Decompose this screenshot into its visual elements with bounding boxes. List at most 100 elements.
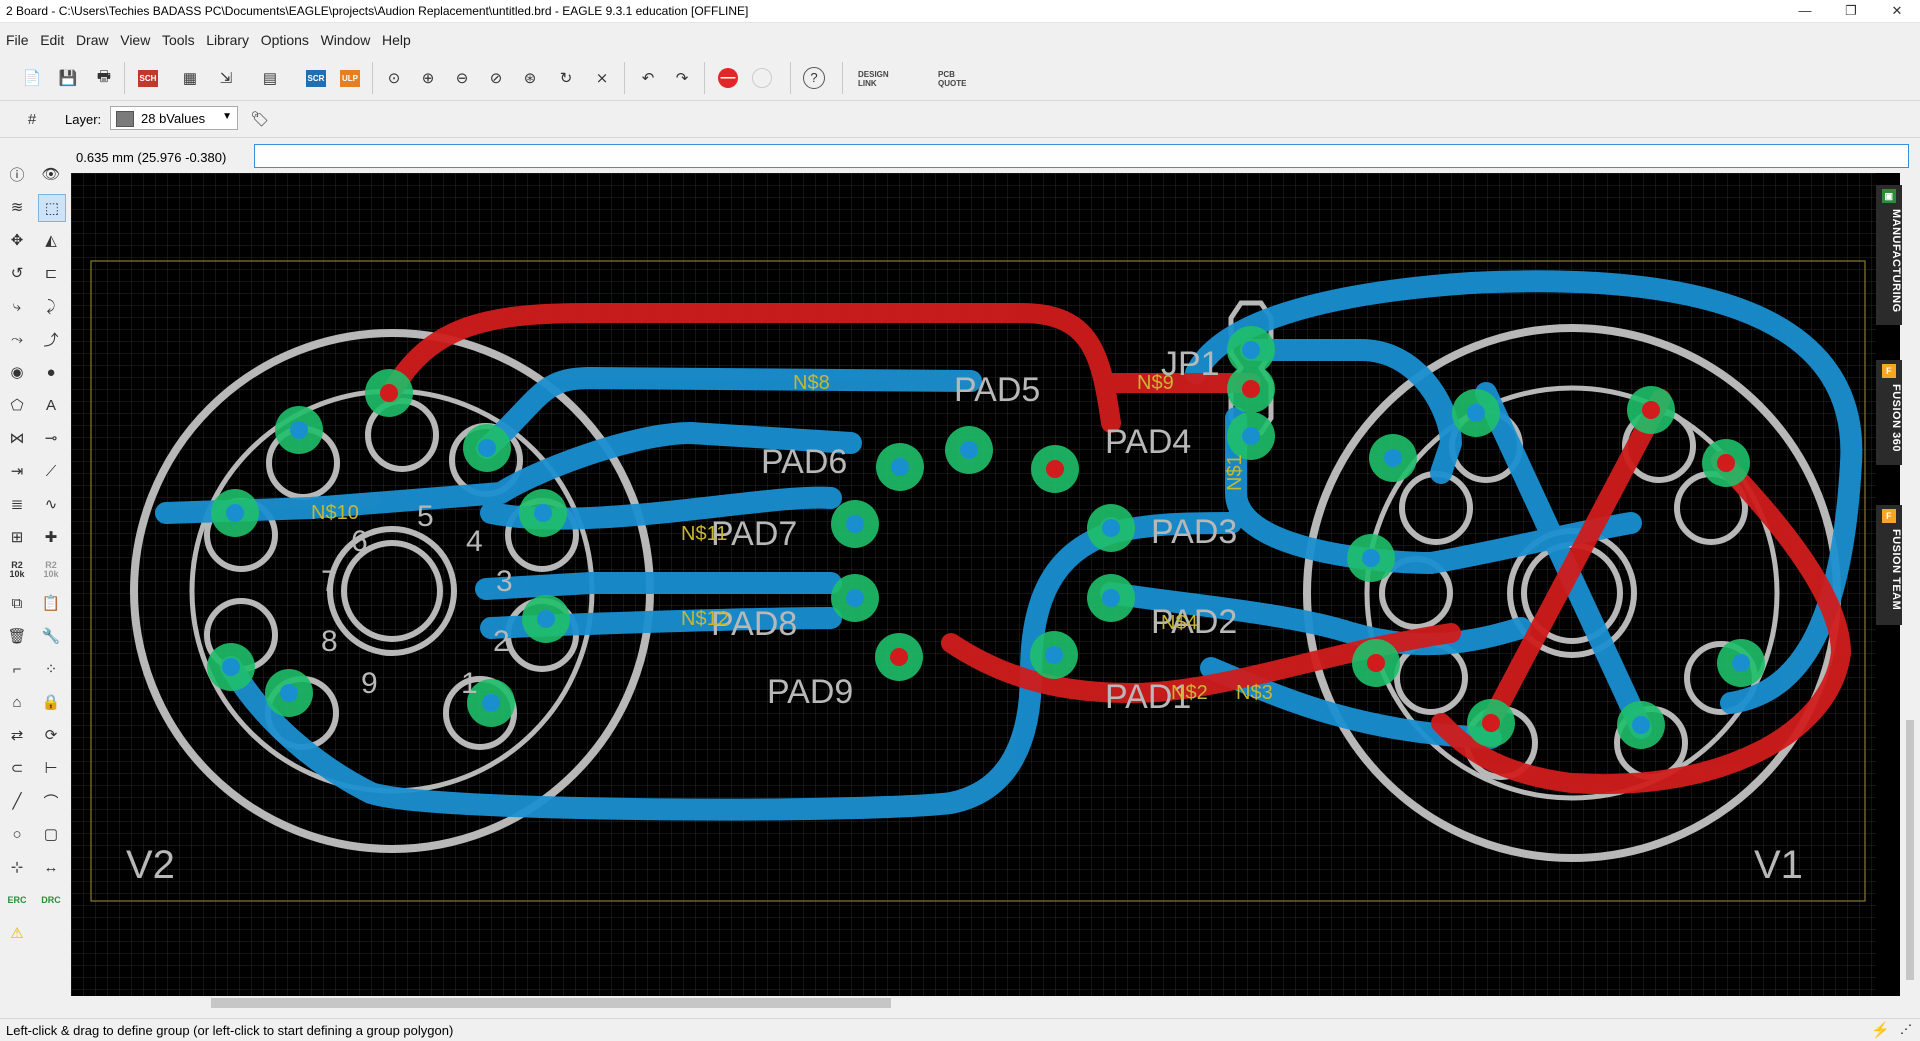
layers-icon[interactable]: ≋ [10, 199, 24, 216]
redraw-icon[interactable]: ↻ [559, 70, 573, 87]
undo-icon[interactable]: ↶ [641, 70, 655, 87]
dimension-icon[interactable]: ↔ [43, 858, 59, 876]
part-label-pad8: PAD8 [711, 605, 797, 643]
line-icon[interactable]: ⟋ [45, 462, 57, 480]
right-panel [1900, 173, 1920, 996]
go-icon[interactable] [748, 64, 776, 92]
group-icon[interactable]: ⬚ [38, 194, 66, 222]
zoom-select-icon[interactable]: ⊘ [489, 70, 503, 87]
vertical-scroll-thumb[interactable] [1906, 720, 1914, 980]
info-icon[interactable]: ⓘ [9, 166, 25, 184]
rectangle-icon[interactable]: ▢ [43, 826, 59, 843]
zoom-in-icon[interactable]: ⊕ [421, 70, 435, 87]
tag-icon[interactable]: 🏷 [250, 111, 270, 128]
menu-tools[interactable]: Tools [161, 32, 195, 48]
delete-icon[interactable]: 🗑 [7, 628, 27, 645]
paste-icon[interactable]: 📋 [41, 595, 61, 612]
arc-icon[interactable]: ⌒ [43, 793, 59, 811]
attributes-icon[interactable]: ≣ [10, 496, 24, 513]
zoom-fit-icon[interactable]: ⊙ [387, 70, 401, 87]
rotate-icon[interactable]: ↺ [10, 265, 24, 282]
command-input[interactable] [254, 144, 1909, 168]
menu-help[interactable]: Help [381, 32, 411, 48]
miter-icon[interactable]: ⌐ [12, 660, 22, 678]
script-icon[interactable]: SCR [302, 64, 330, 92]
lock-icon[interactable]: 🔒 [41, 694, 61, 711]
circle-dots-icon[interactable]: ⁘ [44, 661, 58, 678]
layer-select[interactable]: 28 bValues ▼ [110, 106, 238, 130]
mark-icon[interactable]: ⊹ [10, 859, 24, 876]
split-icon[interactable]: ⤳ [10, 330, 23, 348]
menu-file[interactable]: File [6, 32, 29, 48]
drc-icon[interactable]: DRC [41, 895, 61, 905]
circle-icon[interactable]: ○ [12, 825, 22, 843]
wrench-icon[interactable]: 🔧 [41, 628, 61, 645]
route-icon[interactable]: ⤷ [12, 297, 22, 315]
layer-value: 28 bValues [141, 111, 206, 126]
text-icon[interactable]: A [45, 396, 56, 414]
save-icon[interactable]: 💾 [58, 70, 78, 87]
erc-icon[interactable]: ERC [7, 895, 27, 905]
stop-icon[interactable]: — [714, 64, 742, 92]
redo-icon[interactable]: ↷ [675, 70, 689, 87]
menu-options[interactable]: Options [260, 32, 309, 48]
via-icon[interactable]: ◉ [10, 364, 24, 381]
new-file-icon[interactable]: 📄 [22, 70, 42, 87]
horizontal-scrollbar[interactable] [71, 996, 1900, 1010]
ripup-icon[interactable]: ⤸ [46, 297, 56, 315]
replace-icon[interactable]: ⇄ [10, 727, 24, 744]
tab-manufacturing[interactable]: ▣MANUFACTURING [1876, 185, 1902, 325]
board-3d-icon[interactable]: ▤ [262, 70, 278, 87]
cam-icon[interactable]: ▦ [182, 70, 198, 87]
net-label-n9: N$9 [1137, 372, 1174, 394]
design-link-button[interactable]: DESIGN LINK [858, 70, 889, 88]
move-icon[interactable]: ✥ [10, 232, 24, 249]
signal-icon[interactable]: ∿ [44, 496, 58, 513]
polygon-icon[interactable]: ⬠ [10, 397, 24, 414]
menu-view[interactable]: View [120, 32, 151, 48]
ulp-icon[interactable]: ULP [336, 64, 364, 92]
zoom-out-icon[interactable]: ⊖ [455, 70, 469, 87]
warning-icon[interactable]: ⚠ [10, 925, 24, 942]
menu-library[interactable]: Library [206, 32, 250, 48]
optimize-icon[interactable]: ⤴ [43, 331, 59, 349]
smash-icon[interactable]: ✚ [44, 529, 58, 546]
slice-icon[interactable]: ⊢ [44, 760, 58, 777]
label-icon[interactable]: ⌂ [12, 693, 22, 711]
align-icon[interactable]: ⊏ [44, 265, 58, 282]
show-icon[interactable]: 👁 [41, 166, 61, 183]
copy-icon[interactable]: ⧉ [11, 594, 23, 612]
board-canvas[interactable]: V2 V1 JP1 PAD5 PAD4 PAD6 PAD3 PAD7 PAD2 … [71, 173, 1900, 996]
menu-window[interactable]: Window [320, 32, 371, 48]
minimize-button[interactable]: — [1798, 3, 1812, 18]
board-drawing[interactable]: V2 V1 JP1 PAD5 PAD4 PAD6 PAD3 PAD7 PAD2 … [71, 173, 1876, 996]
net-icon[interactable]: ⋈ [9, 430, 25, 447]
part-label-pad9: PAD9 [767, 673, 853, 711]
schematic-icon[interactable]: SCH [134, 64, 162, 92]
help-icon[interactable]: ? [800, 64, 828, 92]
zoom-area-icon[interactable]: ⊛ [523, 70, 537, 87]
hole-icon[interactable]: ● [46, 363, 56, 381]
ratsnest-icon[interactable]: ⨯ [595, 70, 609, 87]
grid-icon[interactable]: # [27, 110, 37, 128]
wire-icon[interactable]: ⊸ [44, 430, 58, 447]
maximize-button[interactable]: ❐ [1845, 3, 1857, 18]
menu-edit[interactable]: Edit [40, 32, 65, 48]
export-icon[interactable]: ⇲ [219, 70, 233, 87]
menu-draw[interactable]: Draw [75, 32, 109, 48]
gate-icon[interactable]: ⇥ [10, 463, 24, 480]
draw-line-icon[interactable]: ╱ [12, 793, 22, 810]
close-button[interactable]: ✕ [1891, 3, 1903, 18]
mirror-icon[interactable]: ◭ [45, 232, 57, 249]
pcb-quote-button[interactable]: PCB QUOTE [938, 70, 967, 88]
change-icon[interactable]: ⟳ [44, 727, 58, 744]
print-icon[interactable]: 🖶 [96, 67, 112, 85]
horizontal-scroll-thumb[interactable] [211, 998, 891, 1008]
cut-icon[interactable]: ⊂ [10, 760, 24, 777]
bottom-traces [155, 270, 1863, 821]
add-part-icon[interactable]: ⊞ [10, 529, 24, 546]
